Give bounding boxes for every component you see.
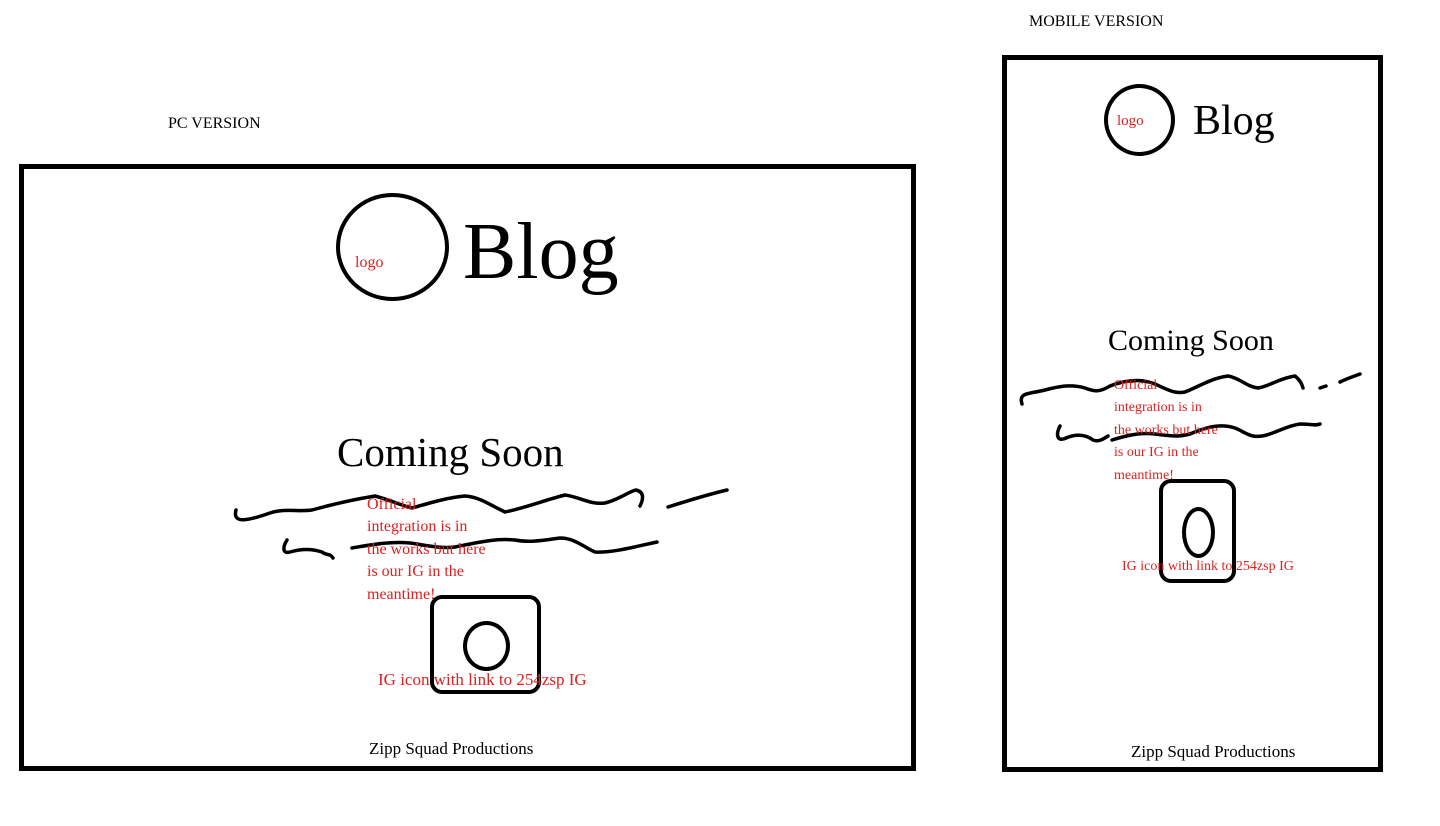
pc-logo-placeholder[interactable] [336,193,449,301]
pc-note-line: is our IG in the [367,563,464,581]
pc-note-line: Official [367,496,417,513]
pc-logo-label: logo [355,254,384,271]
pc-note-line: integration is in [367,518,468,536]
pc-note-line: the works but here [367,540,486,558]
mobile-note-line: the works but here [1114,422,1218,438]
pc-integration-note: Official integration is in the works but… [367,494,527,606]
mobile-note-line: integration is in [1114,400,1202,416]
pc-version-label: PC VERSION [168,115,261,132]
mobile-version-label: MOBILE VERSION [1029,13,1164,30]
pc-mockup-frame [19,164,916,771]
pc-instagram-icon[interactable] [430,595,541,694]
mobile-coming-soon-heading: Coming Soon [1108,324,1274,357]
pc-coming-soon-heading: Coming Soon [337,429,564,475]
pc-note-line: meantime! [367,585,436,603]
mobile-note-line: meantime! [1114,467,1174,483]
mobile-integration-note: Official integration is in the works but… [1114,375,1234,487]
mobile-instagram-caption: IG icon with link to 254zsp IG [1122,559,1294,574]
pc-footer-text: Zipp Squad Productions [369,739,534,758]
mobile-logo-label: logo [1117,113,1144,129]
mobile-footer-text: Zipp Squad Productions [1131,742,1296,761]
mobile-mockup-frame [1002,55,1383,772]
pc-instagram-lens-icon [463,621,510,671]
mobile-instagram-icon[interactable] [1159,479,1236,583]
mobile-instagram-lens-icon [1182,507,1215,558]
mobile-note-line: is our IG in the [1114,445,1199,461]
mobile-logo-placeholder[interactable] [1104,84,1175,156]
mobile-blog-title: Blog [1193,98,1275,144]
mobile-note-line: Official [1114,378,1158,393]
pc-instagram-caption: IG icon with link to 254zsp IG [378,670,587,689]
pc-blog-title: Blog [463,208,619,296]
